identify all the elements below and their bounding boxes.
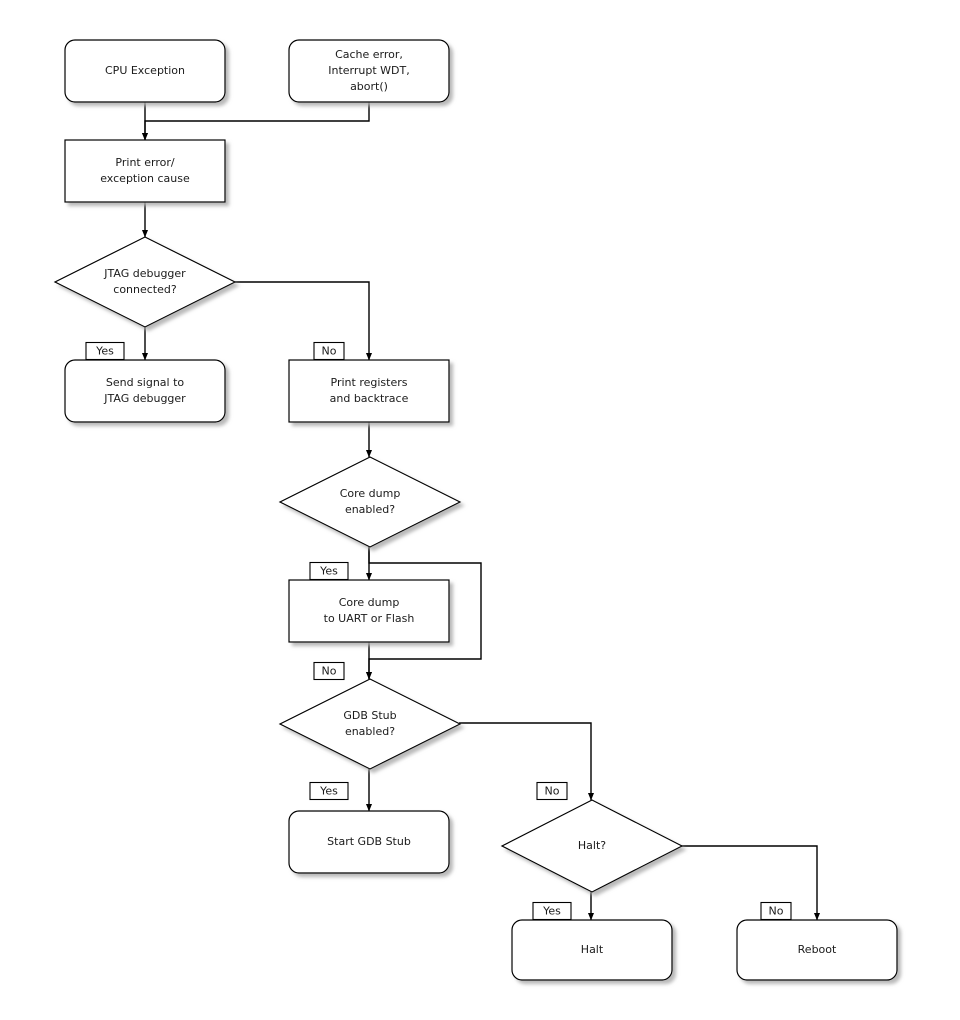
node-shape-halt	[511, 919, 673, 981]
edge-label-e-coredumpq-no: No	[313, 661, 345, 681]
node-label-print_error: exception cause	[100, 172, 190, 185]
node-shape-cpu_exception	[64, 39, 226, 103]
edge-label-text-e-gdbq-no: No	[545, 785, 560, 798]
node-print_registers: Print registers and backtrace	[288, 359, 450, 423]
node-label-print_registers: Print registers	[331, 376, 408, 389]
edge-label-text-e-gdbq-yes: Yes	[319, 785, 338, 798]
node-reboot: Reboot	[736, 919, 898, 981]
node-label-jtag_connected: JTAG debugger	[103, 267, 186, 280]
edge-e-gdbq-no	[459, 722, 595, 801]
edges-layer	[141, 102, 821, 921]
edge-label-box-e-halt-yes	[532, 901, 572, 921]
node-label-print_registers: and backtrace	[330, 392, 409, 405]
edge-label-text-e-jtag-no: No	[322, 345, 337, 358]
edge-label-text-e-coredumpq-yes: Yes	[319, 565, 338, 578]
node-label-gdb_stub_enabled: enabled?	[345, 725, 395, 738]
node-label-jtag_connected: connected?	[113, 283, 177, 296]
node-send_signal: Send signal to JTAG debugger	[64, 359, 226, 423]
node-label-cache_error: Cache error,	[335, 48, 403, 61]
node-halt_question: Halt?	[500, 799, 684, 893]
node-shape-halt_question	[500, 799, 684, 893]
edge-label-e-coredumpq-yes: Yes	[309, 561, 349, 581]
node-label-halt: Halt	[581, 943, 604, 956]
node-label-send_signal: JTAG debugger	[103, 392, 186, 405]
node-shape-reboot	[736, 919, 898, 981]
node-label-cache_error: abort()	[350, 80, 388, 93]
node-jtag_connected: JTAG debugger connected?	[53, 236, 237, 328]
edge-label-e-jtag-no: No	[313, 341, 345, 361]
node-shape-start_gdb_stub	[288, 810, 450, 874]
edge-label-box-e-halt-no	[760, 901, 792, 921]
edge-label-box-e-gdbq-yes	[309, 781, 349, 801]
node-label-send_signal: Send signal to	[106, 376, 185, 389]
node-shape-print_error	[64, 139, 226, 203]
edge-label-box-e-jtag-yes	[85, 341, 125, 361]
node-core_dump_enabled: Core dump enabled?	[278, 456, 462, 548]
edge-e-halt-no	[681, 845, 821, 921]
edge-label-text-e-halt-no: No	[769, 905, 784, 918]
edge-label-box-e-gdbq-no	[536, 781, 568, 801]
node-halt: Halt	[511, 919, 673, 981]
node-shape-cache_error	[288, 39, 450, 103]
node-cache_error: Cache error, Interrupt WDT, abort()	[288, 39, 450, 103]
node-core_dump: Core dump to UART or Flash	[288, 579, 450, 643]
edge-e-jtag-no	[235, 281, 373, 361]
edge-label-e-halt-yes: Yes	[532, 901, 572, 921]
edge-label-e-jtag-yes: Yes	[85, 341, 125, 361]
node-label-print_error: Print error/	[115, 156, 174, 169]
edge-label-box-e-jtag-no	[313, 341, 345, 361]
node-label-start_gdb_stub: Start GDB Stub	[327, 835, 411, 848]
edge-label-box-e-coredumpq-no	[313, 661, 345, 681]
edge-label-e-gdbq-yes: Yes	[309, 781, 349, 801]
node-print_error: Print error/exception cause	[64, 139, 226, 203]
node-start_gdb_stub: Start GDB Stub	[288, 810, 450, 874]
edge-label-text-e-halt-yes: Yes	[542, 905, 561, 918]
nodes-layer: CPU Exception Cache error, Interrupt WDT, a…	[53, 39, 898, 981]
edge-label-text-e-jtag-yes: Yes	[95, 345, 114, 358]
node-shape-jtag_connected	[53, 236, 237, 328]
edge-label-e-gdbq-no: No	[536, 781, 568, 801]
node-label-core_dump: to UART or Flash	[324, 612, 415, 625]
node-shape-core_dump	[288, 579, 450, 643]
node-cpu_exception: CPU Exception	[64, 39, 226, 103]
node-label-core_dump: Core dump	[339, 596, 400, 609]
node-shape-print_registers	[288, 359, 450, 423]
node-label-halt_question: Halt?	[578, 839, 606, 852]
node-shape-send_signal	[64, 359, 226, 423]
edge-label-e-halt-no: No	[760, 901, 792, 921]
node-label-reboot: Reboot	[798, 943, 837, 956]
node-label-gdb_stub_enabled: GDB Stub	[343, 709, 396, 722]
node-label-cache_error: Interrupt WDT,	[328, 64, 409, 77]
node-gdb_stub_enabled: GDB Stub enabled?	[278, 678, 462, 770]
edge-label-text-e-coredumpq-no: No	[322, 665, 337, 678]
node-label-core_dump_enabled: enabled?	[345, 503, 395, 516]
node-shape-gdb_stub_enabled	[278, 678, 462, 770]
node-label-cpu_exception: CPU Exception	[105, 64, 185, 77]
edge-e-cache-print	[141, 102, 370, 141]
edge-label-box-e-coredumpq-yes	[309, 561, 349, 581]
node-shape-core_dump_enabled	[278, 456, 462, 548]
node-label-core_dump_enabled: Core dump	[340, 487, 401, 500]
